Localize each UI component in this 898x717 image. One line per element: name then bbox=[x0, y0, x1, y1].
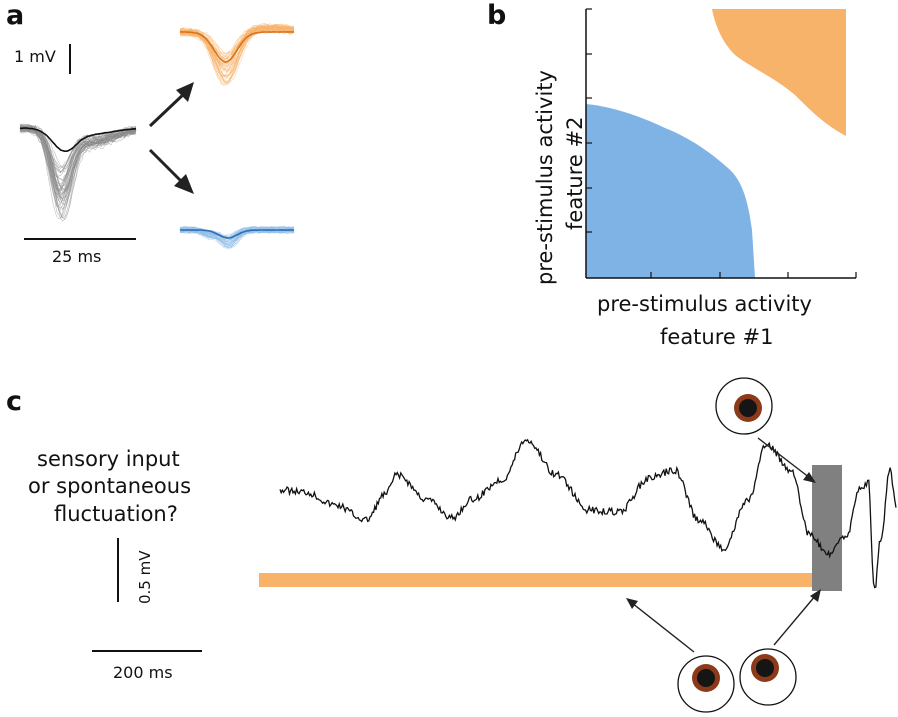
membrane-potential-trace bbox=[279, 438, 897, 589]
sweep-trace bbox=[19, 129, 137, 222]
panel-a-letter: a bbox=[6, 0, 25, 31]
panel-a-time-scale-label: 25 ms bbox=[52, 247, 102, 266]
panel-c-letter: c bbox=[6, 386, 23, 417]
arrow-icon-top-eye bbox=[757, 437, 816, 483]
sweep-trace bbox=[179, 28, 295, 76]
question-line2: or spontaneous bbox=[28, 474, 192, 498]
spontaneous-period-bar bbox=[259, 573, 813, 587]
arrow-icon-bottom-left-eye bbox=[626, 598, 695, 653]
arrow-icon-up bbox=[148, 82, 194, 128]
panel-b-x-ticks bbox=[650, 272, 857, 278]
panel-c-time-scale-label: 200 ms bbox=[113, 663, 173, 682]
sweep-trace bbox=[19, 128, 137, 181]
gray-mean-trace bbox=[19, 127, 137, 152]
blue-region bbox=[586, 104, 755, 278]
orange-mean-trace bbox=[180, 31, 295, 63]
panel-b-x-label-line1: pre-stimulus activity bbox=[597, 292, 812, 316]
orange-region bbox=[712, 9, 846, 136]
question-line3: fluctuation? bbox=[54, 502, 178, 526]
sweep-trace bbox=[179, 25, 295, 55]
panel-b-letter: b bbox=[487, 0, 507, 31]
arrow-icon-down bbox=[148, 148, 194, 194]
orange-trace-group bbox=[179, 22, 295, 87]
sweep-trace bbox=[179, 30, 295, 67]
panel-a-voltage-scale-label: 1 mV bbox=[14, 47, 56, 66]
sweep-trace bbox=[19, 128, 137, 204]
sweep-trace bbox=[179, 24, 295, 58]
eye-icon-bottom-right bbox=[739, 648, 797, 706]
sweep-trace bbox=[179, 230, 295, 245]
stimulus-window bbox=[812, 465, 842, 591]
panel-b-x-label-line2: feature #1 bbox=[660, 325, 774, 349]
blue-mean-trace bbox=[180, 229, 295, 239]
arrow-icon-bottom-right-eye bbox=[773, 589, 821, 646]
sweep-trace bbox=[179, 225, 295, 239]
panel-b-y-ticks bbox=[586, 8, 592, 233]
question-line1: sensory input bbox=[37, 447, 180, 471]
eye-icon-bottom-left bbox=[677, 655, 735, 713]
sweep-trace bbox=[180, 230, 295, 240]
eye-icon-top bbox=[715, 377, 773, 435]
sweep-trace bbox=[179, 28, 295, 85]
